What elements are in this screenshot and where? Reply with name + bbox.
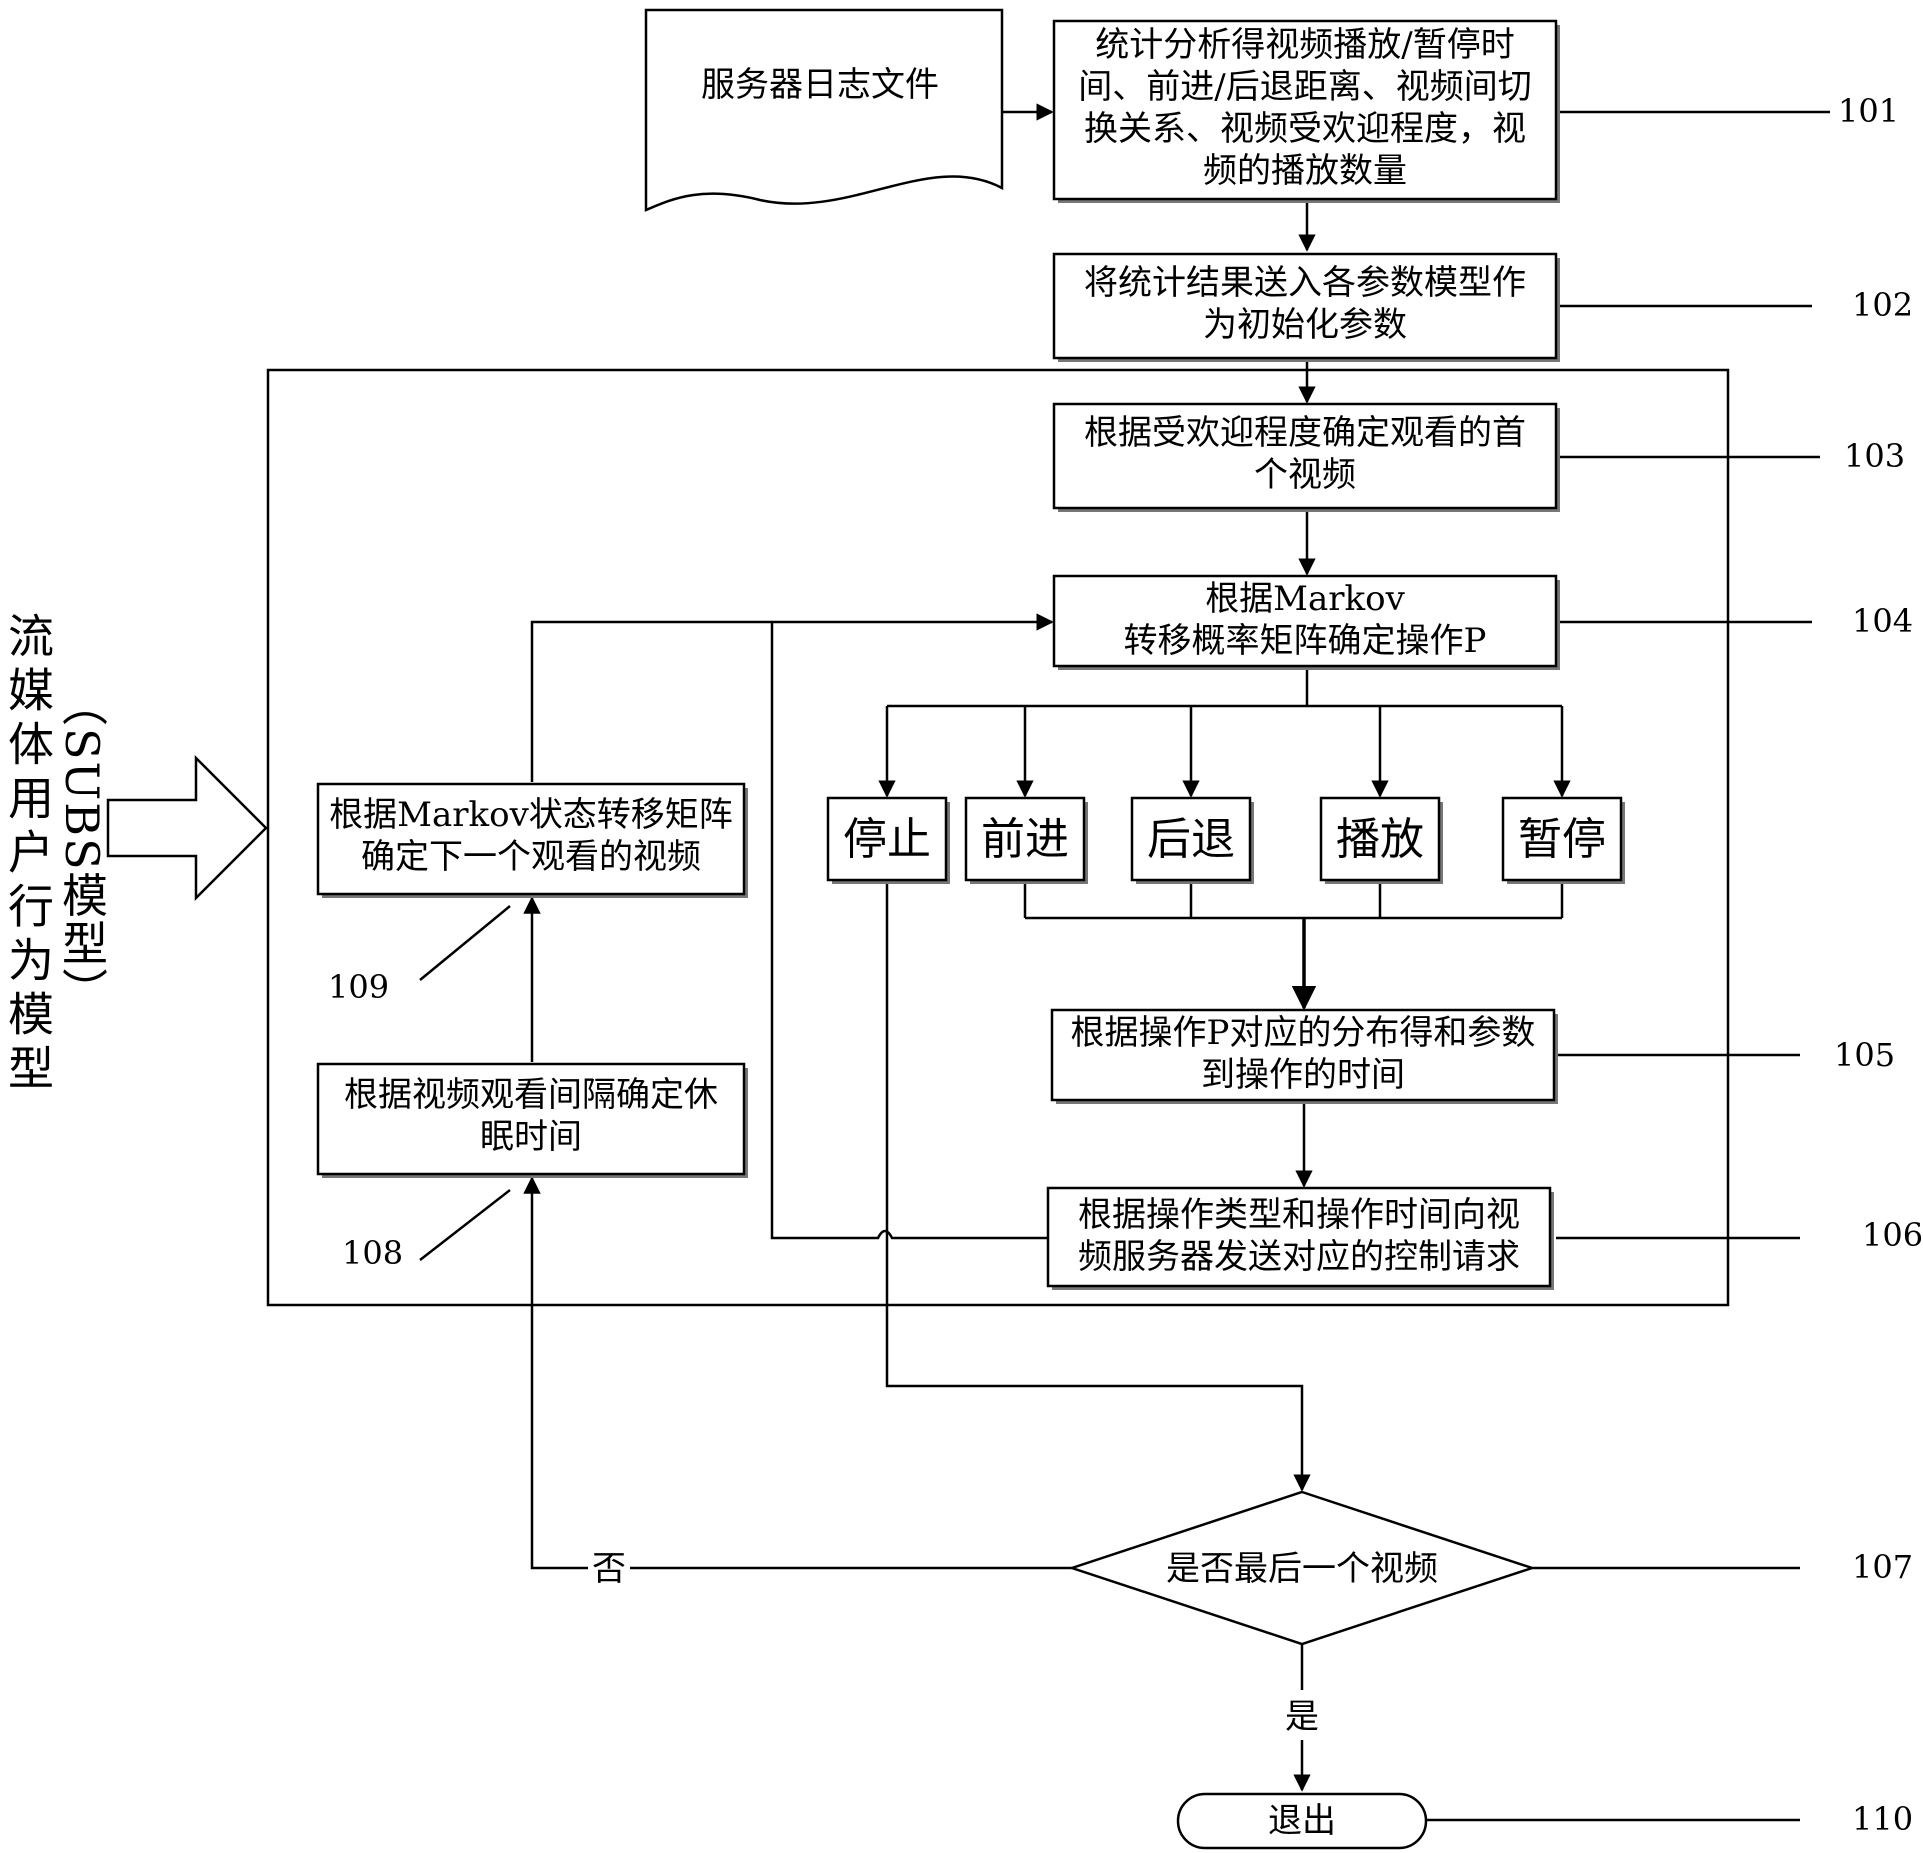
ref-109: 109 [328, 968, 389, 1006]
edge-no-108-up [532, 1178, 588, 1568]
step-105-box: 根据操作P对应的分布得和参数 到操作的时间 [1052, 1010, 1558, 1104]
step-101-box: 统计分析得视频播放/暂停时 间、前进/后退距离、视频间切 换关系、视频受欢迎程度… [1054, 21, 1560, 203]
branch-no-label: 否 [592, 1549, 626, 1589]
side-label-main: 流媒体用户行为模型 [1, 612, 55, 1098]
step-109-line-2: 确定下一个观看的视频 [361, 837, 701, 877]
ref-103: 103 [1844, 437, 1905, 475]
step-110-terminal: 退出 [1178, 1794, 1426, 1848]
ref-110: 110 [1852, 1800, 1913, 1838]
step-102-box: 将统计结果送入各参数模型作 为初始化参数 [1054, 254, 1560, 362]
ref-102: 102 [1852, 286, 1913, 324]
edge-stop-107 [887, 880, 1302, 1490]
step-106-line-1: 根据操作类型和操作时间向视 [1078, 1195, 1520, 1235]
step-110-label: 退出 [1268, 1801, 1336, 1841]
step-102-line-1: 将统计结果送入各参数模型作 [1084, 263, 1526, 303]
step-108-line-2: 眠时间 [480, 1117, 582, 1157]
step-105-line-1: 根据操作P对应的分布得和参数 [1071, 1013, 1536, 1053]
ref-107: 107 [1852, 1548, 1913, 1586]
step-102-line-2: 为初始化参数 [1203, 305, 1407, 345]
step-104-line-2: 转移概率矩阵确定操作P [1124, 621, 1487, 661]
step-109-line-1: 根据Markov状态转移矩阵 [329, 795, 733, 835]
leader-108 [420, 1190, 510, 1260]
server-log-file-node: 服务器日志文件 [646, 10, 1002, 210]
side-label-sub: （SUBS模型） [55, 680, 109, 1016]
op-play-box: 播放 [1321, 798, 1443, 884]
ref-108: 108 [342, 1234, 403, 1272]
step-101-line-1: 统计分析得视频播放/暂停时 [1095, 25, 1514, 65]
edge-109-104 [532, 622, 772, 782]
leader-109 [420, 906, 510, 980]
op-stop-label: 停止 [843, 814, 931, 865]
step-101-line-2: 间、前进/后退距离、视频间切 [1078, 67, 1531, 107]
op-pause-label: 暂停 [1518, 814, 1606, 865]
step-101-line-4: 频的播放数量 [1203, 151, 1407, 191]
step-107-label: 是否最后一个视频 [1166, 1549, 1438, 1589]
op-forward-box: 前进 [966, 798, 1088, 884]
ref-101: 101 [1838, 92, 1899, 130]
op-pause-box: 暂停 [1503, 798, 1625, 884]
step-101-line-3: 换关系、视频受欢迎程度，视 [1084, 109, 1526, 149]
op-forward-label: 前进 [981, 814, 1069, 865]
ref-106: 106 [1862, 1216, 1923, 1254]
step-109-box: 根据Markov状态转移矩阵 确定下一个观看的视频 [318, 784, 748, 898]
ref-105: 105 [1834, 1036, 1895, 1074]
op-backward-label: 后退 [1147, 814, 1235, 865]
step-103-box: 根据受欢迎程度确定观看的首 个视频 [1054, 404, 1560, 512]
side-model-label: 流媒体用户行为模型 （SUBS模型） [1, 612, 109, 1098]
op-play-label: 播放 [1336, 814, 1424, 865]
step-106-line-2: 频服务器发送对应的控制请求 [1078, 1237, 1520, 1277]
edge-106-loop-104 [772, 622, 1052, 1238]
branch-yes-label: 是 [1285, 1697, 1319, 1737]
step-104-line-1: 根据Markov [1205, 579, 1405, 619]
step-107-decision: 是否最后一个视频 [1072, 1492, 1532, 1644]
step-104-box: 根据Markov 转移概率矩阵确定操作P [1054, 576, 1560, 670]
step-103-line-1: 根据受欢迎程度确定观看的首 [1084, 413, 1526, 453]
big-hollow-arrow [108, 758, 266, 898]
step-108-box: 根据视频观看间隔确定休 眠时间 [318, 1064, 748, 1178]
step-105-line-2: 到操作的时间 [1201, 1055, 1405, 1095]
server-log-file-label: 服务器日志文件 [701, 65, 939, 105]
ref-104: 104 [1852, 602, 1913, 640]
step-108-line-1: 根据视频观看间隔确定休 [344, 1075, 718, 1115]
step-103-line-2: 个视频 [1254, 455, 1356, 495]
step-106-box: 根据操作类型和操作时间向视 频服务器发送对应的控制请求 [1048, 1188, 1554, 1290]
op-stop-box: 停止 [828, 798, 950, 884]
op-backward-box: 后退 [1132, 798, 1254, 884]
